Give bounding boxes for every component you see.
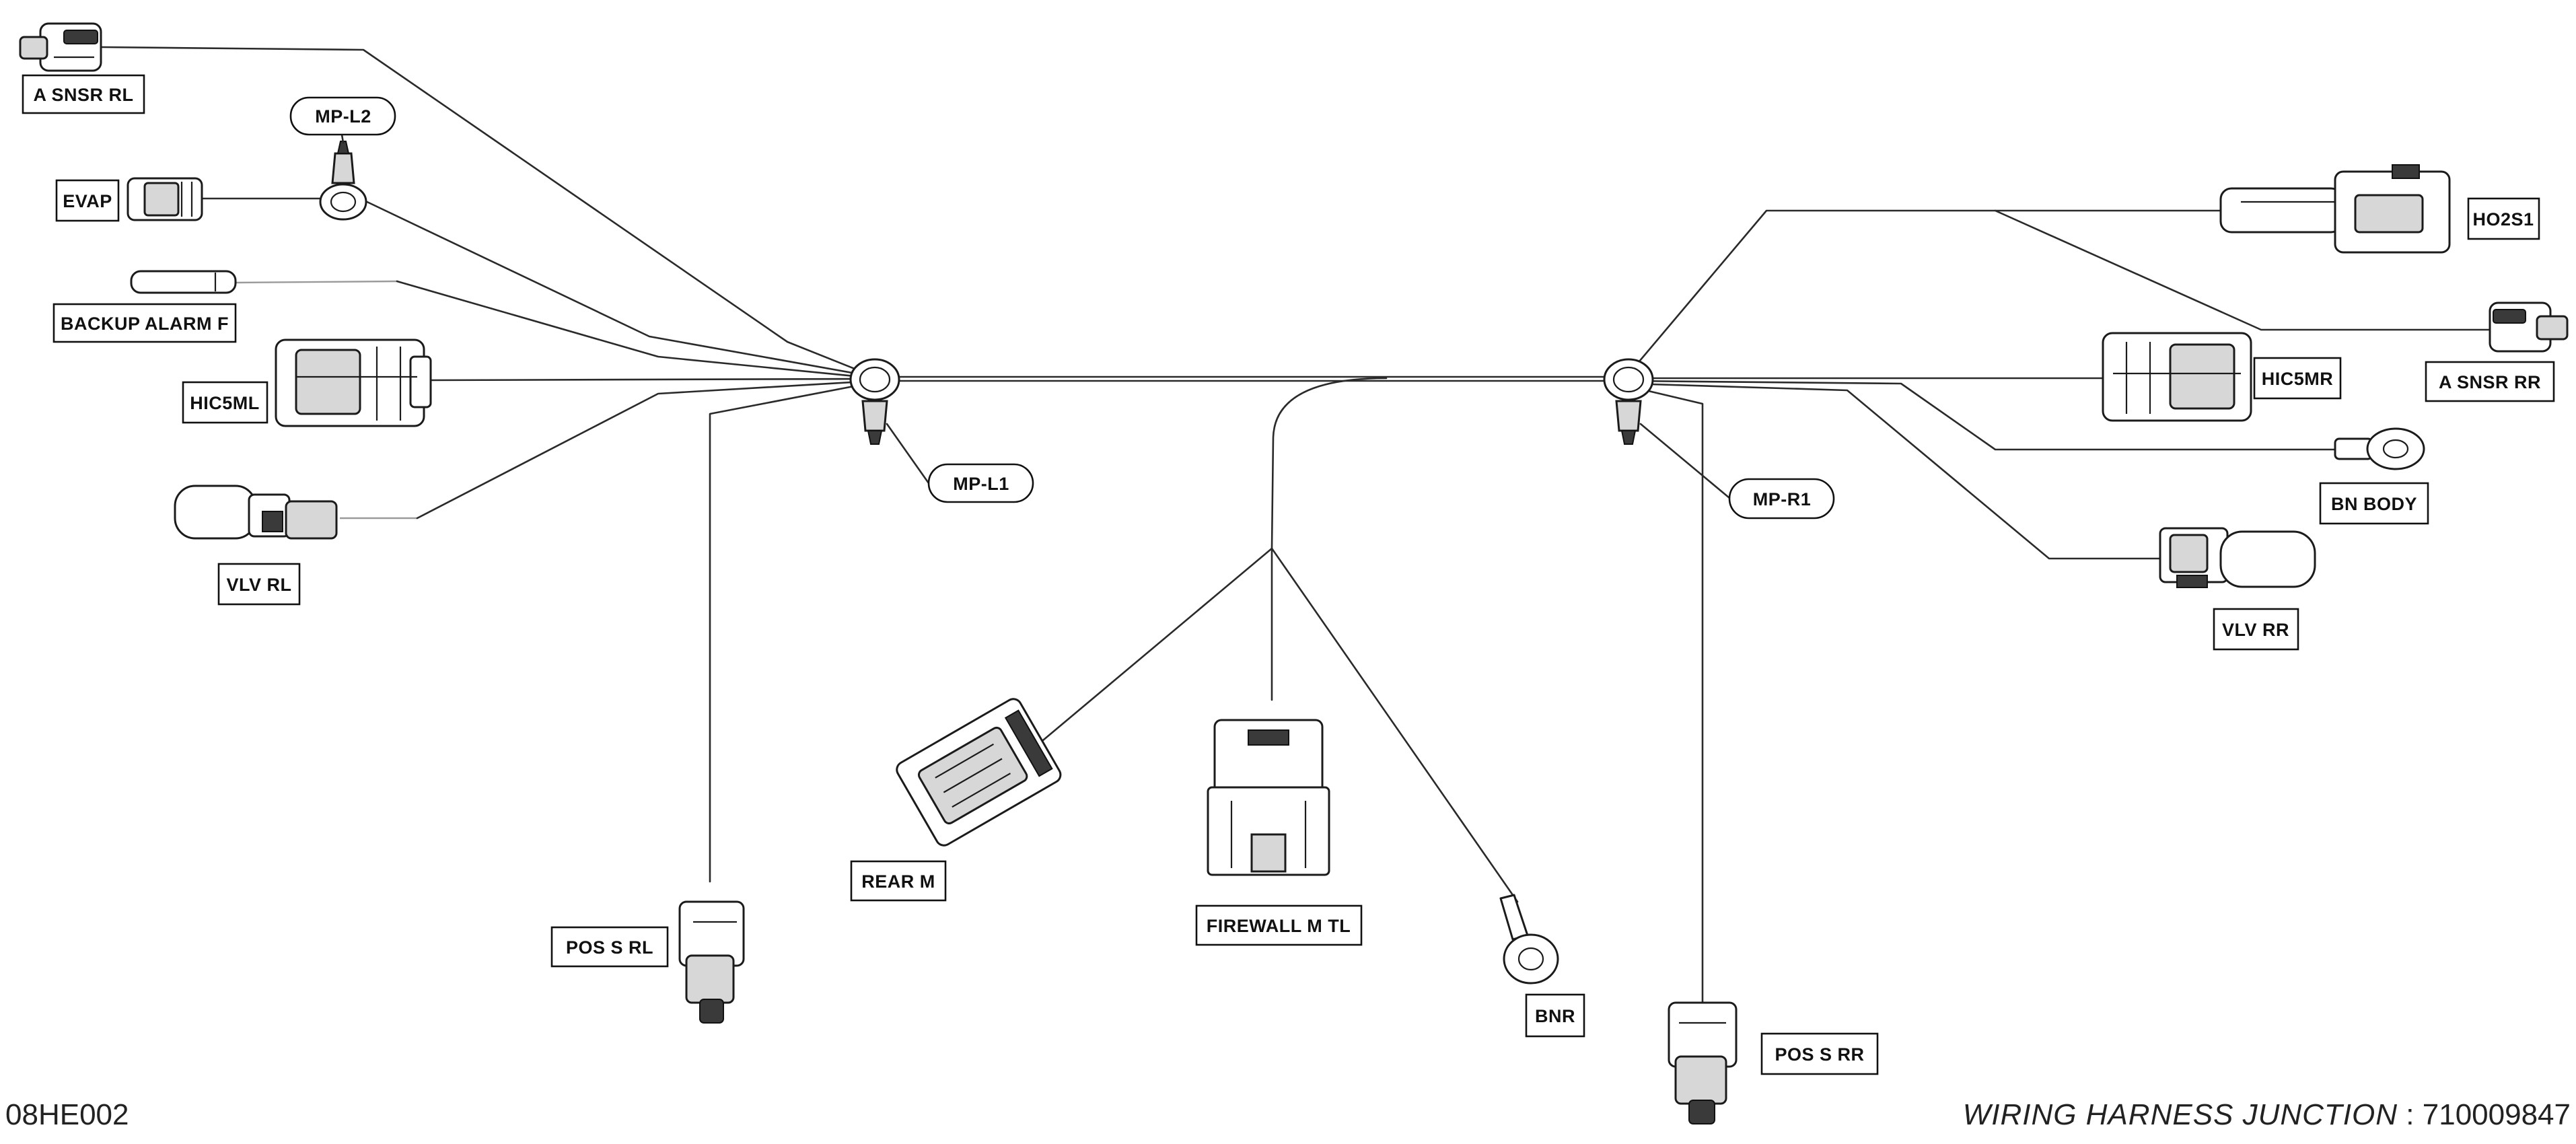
svg-text:BN BODY: BN BODY [2331, 494, 2417, 514]
label-vlv-rr: VLV RR [2213, 608, 2299, 651]
backup-alarm-f-connector [130, 270, 237, 294]
oval-label-leaders [341, 133, 1731, 499]
svg-text:VLV RL: VLV RL [227, 575, 292, 595]
bn-body-ring-terminal [2334, 427, 2425, 470]
mp-l1-clip [849, 358, 900, 445]
figure-id: 08HE002 [5, 1098, 129, 1131]
label-a-snsr-rl: A SNSR RL [22, 74, 145, 114]
label-hic5ml: HIC5ML [182, 381, 269, 424]
svg-text:FIREWALL M TL: FIREWALL M TL [1207, 916, 1351, 936]
a-snsr-rr-connector [2489, 301, 2569, 353]
label-a-snsr-rr: A SNSR RR [2425, 361, 2555, 402]
right-branches [1627, 209, 2491, 1011]
svg-text:HIC5MR: HIC5MR [2262, 369, 2334, 389]
svg-text:MP-L1: MP-L1 [953, 474, 1009, 494]
svg-text:HO2S1: HO2S1 [2472, 209, 2534, 229]
label-bnr: BNR [1525, 993, 1585, 1038]
title-separator: : [2406, 1098, 2414, 1131]
label-vlv-rl: VLV RL [217, 563, 301, 606]
svg-text:REAR M: REAR M [861, 871, 935, 892]
ho2s1-connector [2219, 164, 2451, 254]
vlv-rl-connector [174, 485, 338, 540]
mp-r1-clip [1603, 358, 1654, 445]
label-pos-s-rl: POS S RL [550, 926, 669, 968]
svg-text:A SNSR RL: A SNSR RL [33, 85, 133, 105]
label-backup-alarm-f: BACKUP ALARM F [52, 303, 237, 343]
firewall-m-tl-connector [1207, 719, 1330, 876]
hic5ml-connector [275, 338, 432, 427]
svg-text:HIC5ML: HIC5ML [190, 393, 260, 413]
svg-text:EVAP: EVAP [63, 191, 112, 211]
evap-connector [127, 177, 203, 221]
label-ho2s1: HO2S1 [2467, 197, 2540, 240]
diagram-title: WIRING HARNESS JUNCTION : 710009847 [1963, 1098, 2571, 1132]
title-label: WIRING HARNESS JUNCTION [1962, 1098, 2398, 1131]
a-snsr-rl-connector [19, 22, 102, 72]
pos-s-rr-connector [1668, 1001, 1738, 1124]
svg-text:MP-L2: MP-L2 [315, 106, 371, 127]
left-branches [100, 46, 876, 883]
label-pos-s-rr: POS S RR [1760, 1032, 1879, 1075]
label-evap: EVAP [55, 179, 120, 222]
label-bn-body: BN BODY [2319, 482, 2429, 525]
label-firewall-m-tl: FIREWALL M TL [1195, 904, 1363, 946]
svg-text:A SNSR RR: A SNSR RR [2439, 372, 2541, 392]
svg-text:BNR: BNR [1535, 1006, 1575, 1026]
mp-l2-clip [319, 141, 367, 221]
label-rear-m: REAR M [850, 860, 947, 902]
part-number: 710009847 [2422, 1098, 2571, 1131]
svg-text:BACKUP ALARM F: BACKUP ALARM F [61, 314, 229, 334]
hic5mr-connector [2102, 332, 2252, 422]
svg-text:VLV RR: VLV RR [2222, 620, 2289, 640]
label-hic5mr: HIC5MR [2253, 357, 2342, 400]
vlv-rr-connector [2159, 527, 2316, 588]
rear-m-connector [896, 698, 1062, 847]
svg-text:MP-R1: MP-R1 [1753, 489, 1812, 509]
center-branches [1042, 547, 1519, 903]
harness-trunk [873, 376, 1630, 550]
label-mp-l1: MP-L1 [927, 463, 1034, 503]
svg-text:POS S RR: POS S RR [1775, 1044, 1864, 1065]
label-mp-r1: MP-R1 [1728, 478, 1835, 520]
label-mp-l2: MP-L2 [289, 96, 396, 136]
bnr-ring-terminal [1499, 894, 1559, 985]
svg-text:POS S RL: POS S RL [566, 937, 653, 958]
pos-s-rl-connector [678, 900, 745, 1024]
